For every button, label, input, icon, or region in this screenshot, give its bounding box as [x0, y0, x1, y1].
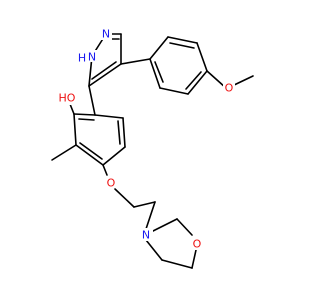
atom-labels: N H N HO O O N O	[56, 28, 235, 251]
bond-bz-ether	[102, 164, 108, 176]
bond-ar-ome	[206, 70, 227, 89]
methoxy-oxygen-label: O	[225, 82, 234, 95]
bond-c5-benzene	[88, 85, 96, 116]
bond-pz-c4-c5-inner	[91, 61, 117, 80]
morpholine-nitrogen-label: N	[142, 229, 150, 242]
morpholine-oxygen-label: O	[193, 238, 202, 251]
bond-ar3	[196, 42, 208, 72]
bond-bz3	[102, 146, 126, 166]
bond-ar2	[167, 36, 198, 44]
bond-mo5	[152, 218, 178, 232]
bond-pz-c4-c5	[88, 63, 122, 87]
bond-bz-methyl	[51, 144, 77, 161]
bond-ar4	[187, 70, 208, 95]
ether-oxygen-label: O	[107, 177, 116, 190]
bond-ome-ch3	[231, 75, 254, 87]
pyrazole-n-label: N	[102, 28, 110, 41]
bond-c4-aryl	[120, 58, 151, 65]
bonds	[51, 33, 254, 269]
bond-mo2	[161, 259, 193, 269]
bond-ar1	[149, 36, 169, 60]
bond-bz4-inner	[79, 142, 103, 160]
bond-mo3	[191, 249, 197, 269]
bond-ether-ch2a	[114, 188, 135, 208]
bond-bz4	[75, 144, 104, 166]
bond-bz6	[73, 113, 96, 116]
bond-mo4	[176, 218, 193, 236]
bond-ar4-inner	[185, 71, 202, 90]
bond-ch2a-ch2b	[133, 201, 156, 208]
hydroxyl-label: HO	[59, 92, 76, 105]
bond-ar6-inner	[154, 61, 164, 83]
bond-ar6	[149, 58, 161, 89]
molecule-structure: N H N HO O O N O	[51, 28, 254, 269]
bond-bz5	[73, 113, 77, 146]
bond-mo1	[145, 239, 163, 261]
bond-bz2	[122, 117, 126, 148]
bond-bz2-inner	[117, 120, 121, 145]
bond-ch2b-n	[145, 201, 156, 230]
bond-bz-oh	[69, 103, 75, 115]
bond-bz6-inner	[78, 118, 95, 121]
bond-ar5	[159, 87, 189, 95]
bond-ar2-inner	[169, 42, 195, 49]
pyrazole-nh-label: N	[88, 51, 96, 64]
pyrazole-h-label: H	[78, 52, 86, 65]
bond-bz1	[94, 114, 124, 119]
